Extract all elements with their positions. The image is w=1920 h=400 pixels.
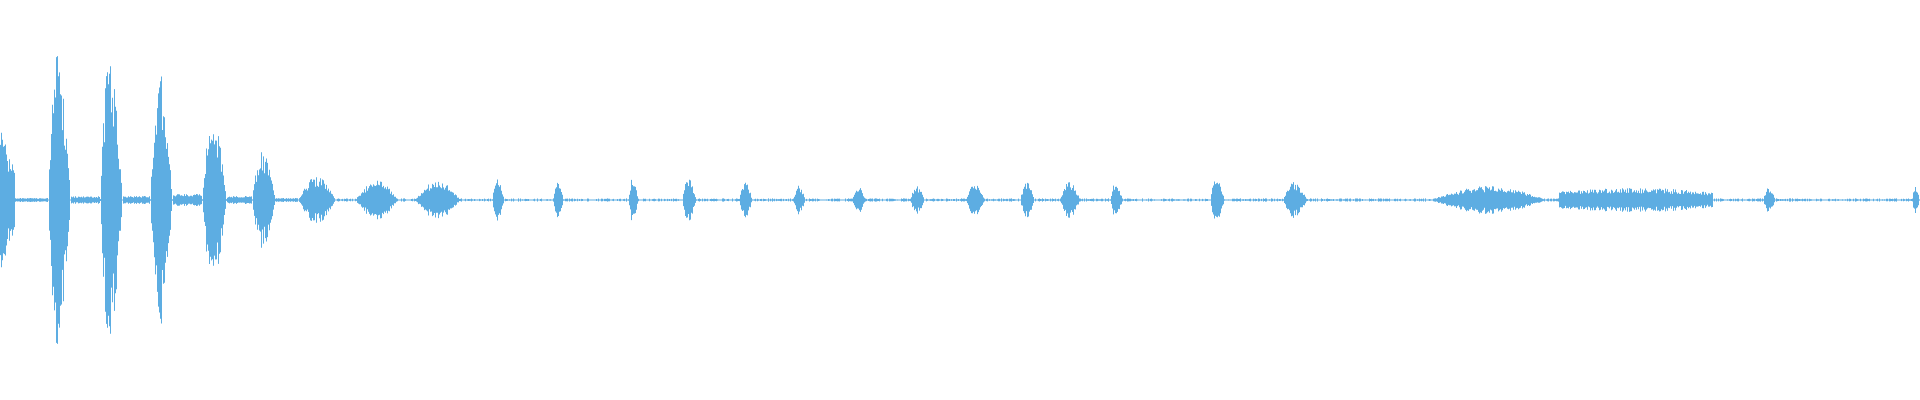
waveform-samples	[0, 56, 1920, 344]
